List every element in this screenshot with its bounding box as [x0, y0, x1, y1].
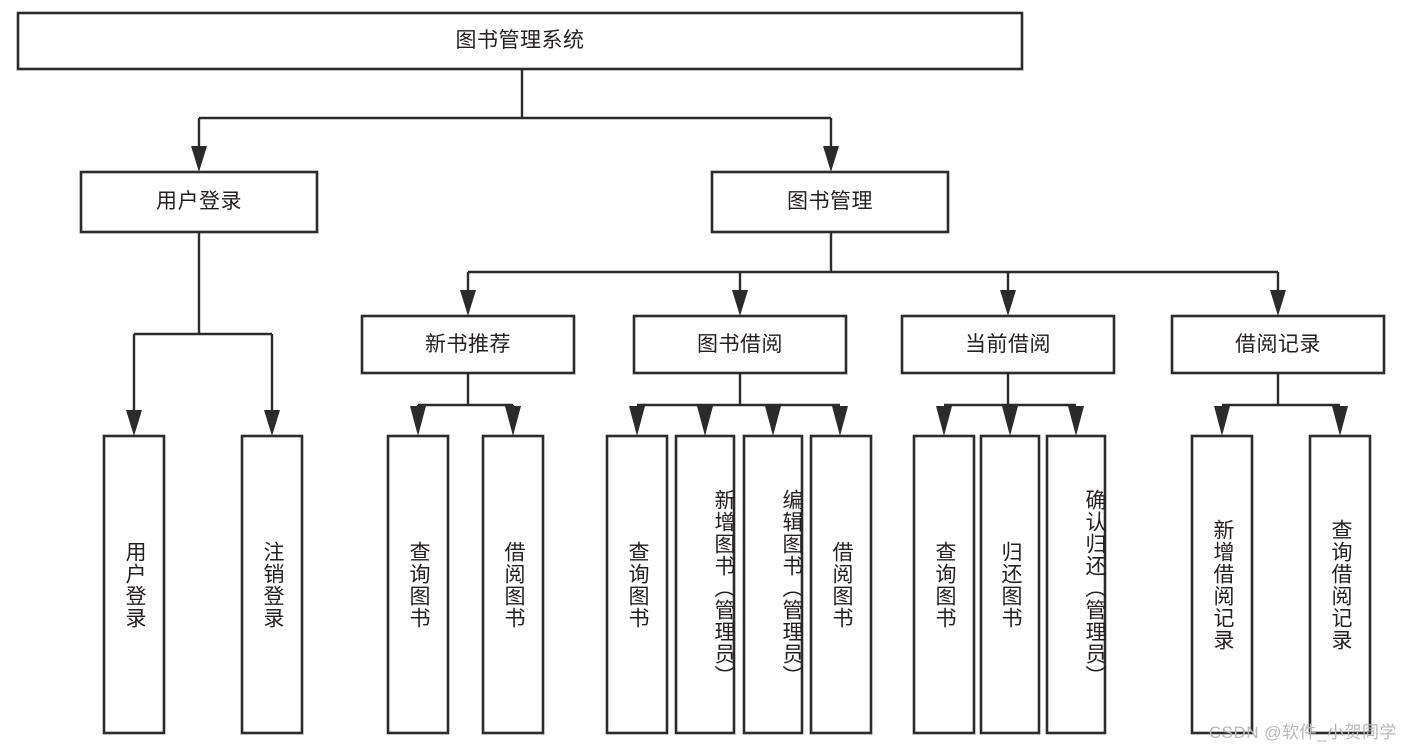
arrow-head-new-book-recommend [460, 290, 476, 316]
arrow-head-leaf-borrow-book-1 [505, 406, 521, 436]
node-box-current-borrow[interactable] [900, 314, 1116, 375]
node-box-leaf-query-record[interactable] [1308, 434, 1372, 735]
arrow-head-leaf-borrow-book-2 [832, 406, 848, 436]
arrow-head-leaf-query-book-2 [629, 406, 645, 436]
node-box-leaf-borrow-book-2[interactable] [809, 434, 873, 735]
node-box-borrow-record[interactable] [1170, 314, 1386, 375]
node-box-leaf-query-book-3[interactable] [912, 434, 976, 735]
arrow-head-user-login [191, 146, 207, 172]
arrow-head-leaf-confirm-return [1068, 406, 1084, 436]
node-box-root[interactable] [16, 11, 1024, 71]
node-box-user-login[interactable] [79, 170, 319, 234]
node-box-new-book-recommend[interactable] [360, 314, 576, 375]
csdn-watermark: CSDN @软件_小贺同学 [1208, 723, 1397, 742]
arrow-head-book-management [823, 146, 839, 172]
connector-group-book-management [460, 232, 1286, 316]
node-box-leaf-user-login[interactable] [102, 434, 166, 735]
node-box-leaf-add-record[interactable] [1190, 434, 1254, 735]
node-box-book-management[interactable] [710, 170, 950, 234]
arrow-head-book-borrow [732, 290, 748, 316]
connector-group-current-borrow [936, 373, 1084, 436]
node-box-leaf-query-book-1[interactable] [386, 434, 450, 735]
connector-group-root [191, 69, 839, 172]
arrow-head-leaf-query-book-3 [936, 406, 952, 436]
arrow-head-leaf-user-login [126, 410, 142, 436]
arrow-head-leaf-add-record [1214, 406, 1230, 436]
node-box-leaf-borrow-book-1[interactable] [481, 434, 545, 735]
arrow-head-leaf-query-record [1332, 406, 1348, 436]
node-box-leaf-add-book[interactable] [674, 434, 736, 735]
arrow-head-leaf-edit-book [765, 406, 781, 436]
connector-group-borrow-record [1214, 373, 1348, 436]
node-box-leaf-edit-book[interactable] [742, 434, 804, 735]
node-box-book-borrow[interactable] [632, 314, 848, 375]
arrow-head-leaf-add-book [697, 406, 713, 436]
arrow-head-leaf-logout-login [264, 410, 280, 436]
node-box-leaf-logout-login[interactable] [240, 434, 304, 735]
arrow-head-current-borrow [1000, 290, 1016, 316]
connector-group-user-login [126, 232, 280, 436]
node-box-leaf-return-book[interactable] [979, 434, 1041, 735]
arrow-head-borrow-record [1270, 290, 1286, 316]
arrow-head-leaf-return-book [1002, 406, 1018, 436]
arrow-head-leaf-query-book-1 [410, 406, 426, 436]
connector-group-new-book-recommend [410, 373, 521, 436]
node-box-leaf-confirm-return[interactable] [1045, 434, 1107, 735]
connector-group-book-borrow [629, 373, 848, 436]
node-box-leaf-query-book-2[interactable] [605, 434, 669, 735]
